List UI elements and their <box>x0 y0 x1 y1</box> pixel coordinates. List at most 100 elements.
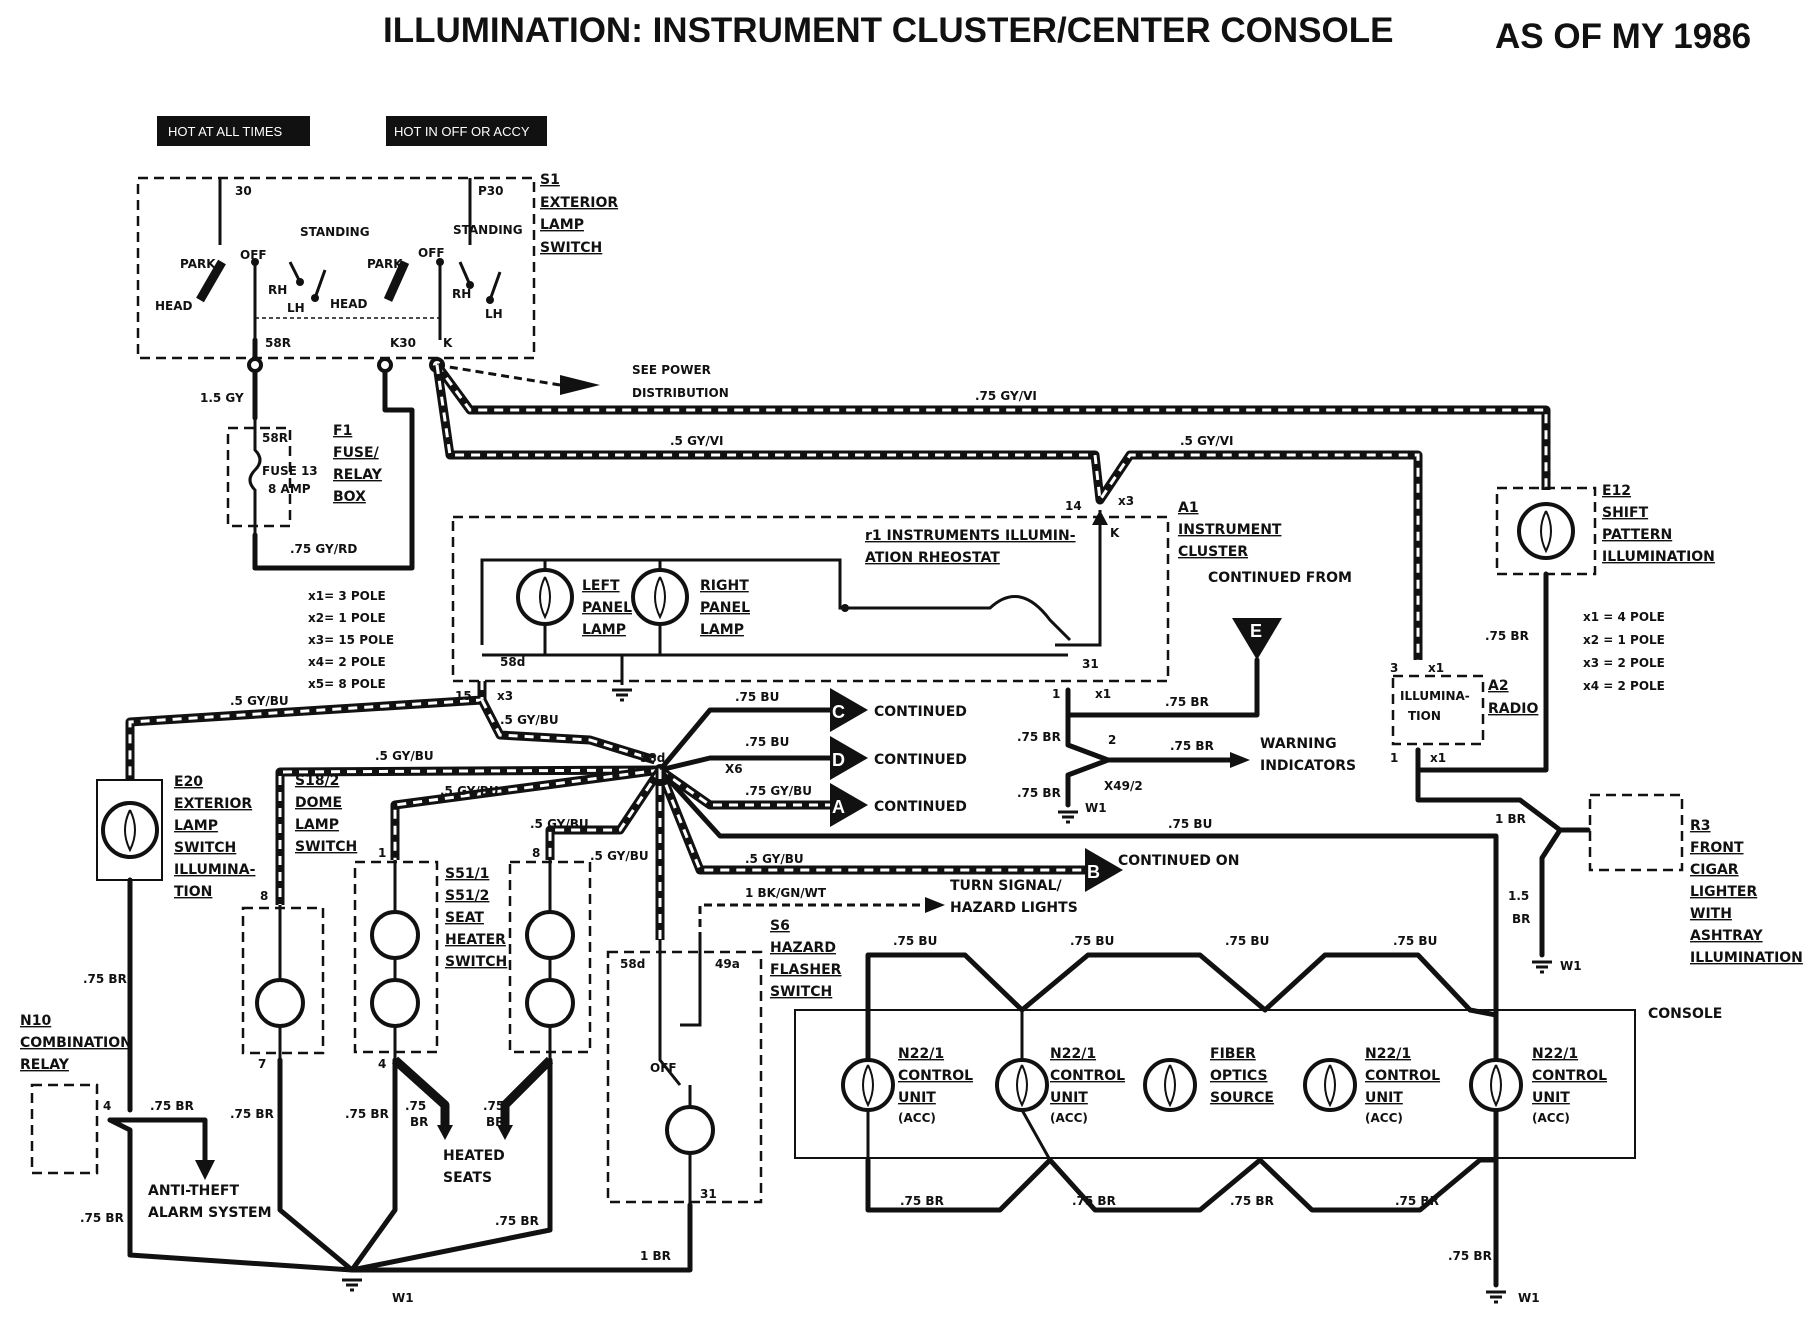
s51-label-3: SWITCH <box>445 954 507 970</box>
arrow-b <box>1085 848 1123 892</box>
wire-gyvi-5a: .5 GY/VI <box>670 434 724 448</box>
pole-left-3: x3= 15 POLE <box>308 633 394 647</box>
unit-2-l3: UNIT <box>1050 1090 1088 1106</box>
wire-br15: 1.5 <box>1508 889 1529 903</box>
wire-br-c3: .75 BR <box>1230 1194 1274 1208</box>
s1-id: S1 <box>540 172 560 188</box>
arrow-c-text: CONTINUED <box>874 704 967 720</box>
console-unit-3: FIBER OPTICS SOURCE <box>1143 1046 1274 1112</box>
conn-p15: 15 <box>455 689 472 703</box>
right-panel-2: PANEL <box>700 600 750 616</box>
a1-instrument-cluster-box <box>451 515 1170 683</box>
s1-k30-terminal <box>377 357 393 373</box>
s1-head-2: HEAD <box>330 297 368 311</box>
a1-p58d: 58d <box>500 655 525 669</box>
console-box <box>794 1009 1636 1159</box>
s1-standing-2: STANDING <box>453 223 523 237</box>
wire-gybu-1: .5 GY/BU <box>230 694 289 708</box>
wire-br-h1b: BR <box>410 1115 428 1129</box>
s51-id: S51/1 <box>445 866 489 882</box>
s1-park-1: PARK <box>180 257 216 271</box>
s1-park-contact <box>196 259 226 303</box>
wire-br-h2b: BR <box>486 1115 504 1129</box>
conn-p2: 2 <box>1108 733 1116 747</box>
hot-all-times-tag <box>157 116 310 146</box>
s51-p4: 4 <box>378 1057 386 1071</box>
n10-p4: 4 <box>103 1099 111 1113</box>
heated-1: HEATED <box>443 1148 505 1164</box>
pole-right-1: x1 = 4 POLE <box>1583 610 1665 624</box>
e12-label-2: PATTERN <box>1602 527 1672 543</box>
wire-bu-long: .75 BU <box>1168 817 1212 831</box>
wire-gybu-5: .5 GY/BU <box>530 817 589 831</box>
s51-label-1: SEAT <box>445 910 484 926</box>
s51-p1: 1 <box>378 846 386 860</box>
wire-br-c5: .75 BR <box>1448 1249 1492 1263</box>
s6-p31: 31 <box>700 1187 717 1201</box>
wire-bu-d: .75 BU <box>745 735 789 749</box>
n10-id: N10 <box>20 1013 51 1029</box>
a1-x3: x3 <box>1118 494 1134 508</box>
unit-5-l4: (ACC) <box>1532 1111 1570 1125</box>
see-power-arrow <box>560 375 600 395</box>
console-unit-4: N22/1 CONTROL UNIT (ACC) <box>1303 1046 1440 1125</box>
rheostat-label-2: ATION RHEOSTAT <box>865 550 1000 566</box>
s18-label-2: LAMP <box>295 817 339 833</box>
s6-off: OFF <box>650 1061 677 1075</box>
a2-p1: 1 <box>1390 751 1398 765</box>
conn-p1: 1 <box>1052 687 1060 701</box>
wire-br1: 1 BR <box>1495 812 1526 826</box>
s6-box <box>606 950 763 1204</box>
wire-gybu-b: .5 GY/BU <box>745 852 804 866</box>
pole-left-5: x5= 8 POLE <box>308 677 386 691</box>
wire-gy-rd: .75 GY/RD <box>290 542 357 556</box>
a2-x1a: x1 <box>1428 661 1444 675</box>
s18-box <box>241 906 325 1055</box>
anti-theft-arrow <box>195 1160 215 1180</box>
s1-tk30: K30 <box>390 336 416 350</box>
unit-1-l2: CONTROL <box>898 1068 973 1084</box>
warning-2: INDICATORS <box>1260 758 1356 774</box>
s6-p49a: 49a <box>715 957 740 971</box>
a1-label-1: INSTRUMENT <box>1178 522 1282 538</box>
e12-label-1: SHIFT <box>1602 505 1649 521</box>
e20-id: E20 <box>174 774 203 790</box>
wire-br-h2: .75 <box>483 1099 504 1113</box>
w1-ground-a <box>1056 810 1080 824</box>
unit-2-l4: (ACC) <box>1050 1111 1088 1125</box>
s18-label-3: SWITCH <box>295 839 357 855</box>
pole-left-2: x2= 1 POLE <box>308 611 386 625</box>
s1-lh-1: LH <box>287 301 305 315</box>
s6-label-2: FLASHER <box>770 962 842 978</box>
wire-br-c4: .75 BR <box>1395 1194 1439 1208</box>
e20-label-2: LAMP <box>174 818 218 834</box>
s1-rh-2: RH <box>452 287 471 301</box>
f1-label-2: RELAY <box>333 467 383 483</box>
s1-tp30: P30 <box>478 184 504 198</box>
turn-1: TURN SIGNAL/ <box>950 878 1063 894</box>
a2-radio-box <box>1391 674 1485 746</box>
s6-label-1: HAZARD <box>770 940 836 956</box>
wire-br-x1: .75 BR <box>1017 730 1061 744</box>
a1-ground <box>610 688 634 702</box>
s18-p7: 7 <box>258 1057 266 1071</box>
pole-left-4: x4= 2 POLE <box>308 655 386 669</box>
e20-label-1: EXTERIOR <box>174 796 252 812</box>
pole-right-3: x3 = 2 POLE <box>1583 656 1665 670</box>
a1-p14: 14 <box>1065 499 1082 513</box>
wire-bkgnwt: 1 BK/GN/WT <box>745 886 827 900</box>
s1-t30: 30 <box>235 184 252 198</box>
wire-gybu-a: .75 GY/BU <box>745 784 812 798</box>
arrow-c <box>830 688 868 732</box>
w1-ground-d <box>1484 1290 1508 1304</box>
s1-label-2: LAMP <box>540 217 584 233</box>
unit-5-l2: CONTROL <box>1532 1068 1607 1084</box>
conn-w1-b: W1 <box>1560 959 1582 973</box>
unit-2-l2: CONTROL <box>1050 1068 1125 1084</box>
f1-amp: 8 AMP <box>268 482 311 496</box>
e20-label-3: SWITCH <box>174 840 236 856</box>
see-power-2: DISTRIBUTION <box>632 386 729 400</box>
hot-off-accy-label: HOT IN OFF OR ACCY <box>394 124 530 139</box>
s1-rh-1: RH <box>268 283 287 297</box>
